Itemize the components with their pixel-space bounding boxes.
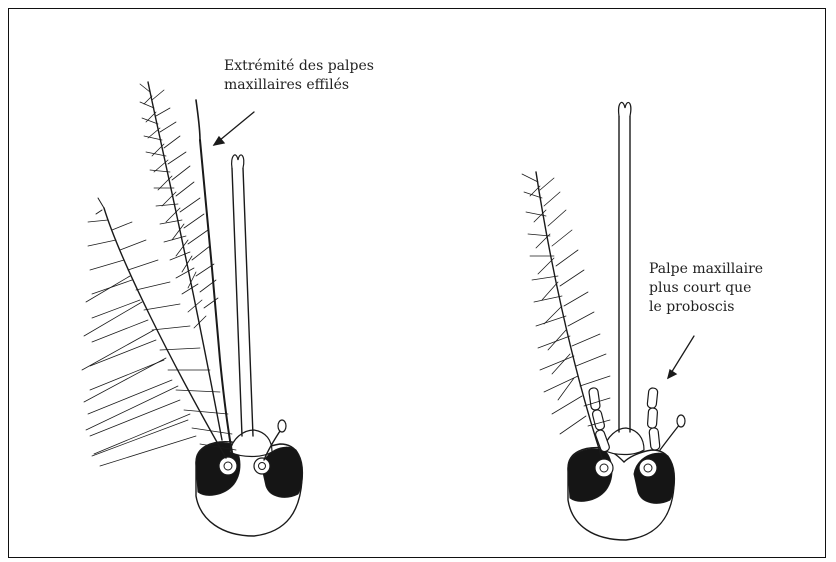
annotation-right-line3: le proboscis — [649, 298, 763, 317]
left-antenna-plumose-upper — [140, 82, 222, 440]
left-pedicel-right-inner — [259, 463, 266, 470]
annotation-left-line2: maxillaires effilés — [224, 76, 374, 95]
right-head-capsule — [568, 448, 675, 540]
left-annotation-arrow — [214, 112, 254, 145]
left-pedicel-left-inner — [224, 462, 232, 470]
right-mosquito-head — [522, 102, 694, 540]
right-maxillary-palp-right — [647, 388, 685, 451]
right-clypeus — [604, 428, 644, 455]
right-maxillary-palp-left — [589, 387, 611, 452]
left-mosquito-head — [82, 82, 302, 536]
left-clypeus — [230, 430, 272, 457]
annotation-right-line1: Palpe maxillaire — [649, 260, 763, 279]
left-proboscis — [232, 155, 253, 436]
annotation-right: Palpe maxillaire plus court que le probo… — [649, 260, 763, 317]
right-annotation-arrow — [668, 336, 694, 378]
annotation-left: Extrémité des palpes maxillaires effilés — [224, 57, 374, 95]
annotation-left-line1: Extrémité des palpes — [224, 57, 374, 76]
annotation-right-line2: plus court que — [649, 279, 763, 298]
left-antenna-plumose-lower — [82, 198, 236, 466]
right-proboscis — [619, 102, 631, 432]
